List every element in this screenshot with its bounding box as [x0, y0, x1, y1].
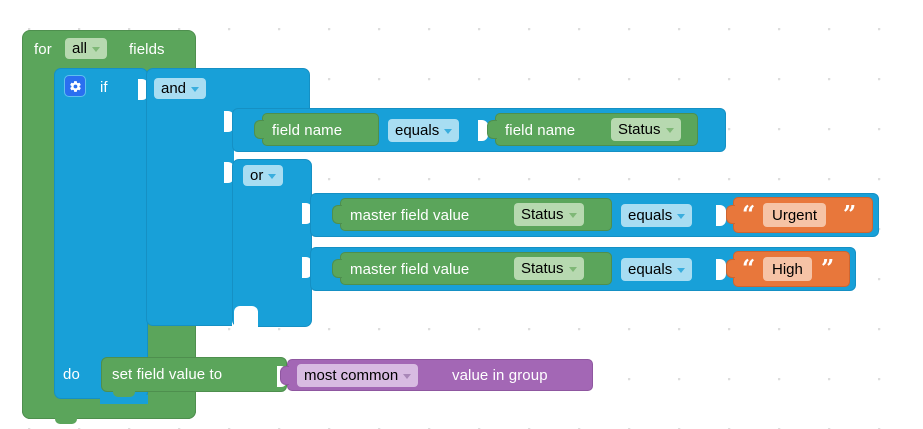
set-field-value-bottom-notch — [113, 390, 135, 397]
loop-foot-notch — [55, 417, 77, 424]
chevron-down-icon — [665, 127, 674, 133]
text-literal-input-1[interactable]: Urgent — [763, 203, 827, 227]
text-literal-value-1: Urgent — [772, 206, 818, 224]
or-input-socket-2[interactable] — [302, 257, 312, 278]
do-label: do — [63, 366, 80, 383]
chevron-down-icon — [677, 213, 686, 219]
comparison-operator-1-value: equals — [395, 122, 440, 139]
text-literal-block-2-tab — [726, 259, 735, 278]
field-name-block-left-tab — [254, 120, 264, 139]
master-field-value-2: Status — [521, 260, 564, 277]
set-field-value-block[interactable] — [101, 357, 287, 392]
comparison-3-right-socket[interactable] — [716, 259, 726, 280]
comparison-1-right-socket[interactable] — [478, 120, 488, 141]
field-name-block-left[interactable] — [262, 113, 379, 146]
and-operator-value: and — [161, 80, 187, 97]
quote-close-icon-2: ” — [821, 255, 835, 282]
gear-icon[interactable] — [64, 75, 86, 97]
loop-suffix-label: fields — [129, 41, 165, 58]
and-input-socket-1[interactable] — [224, 111, 234, 132]
master-field-value-label-2: master field value — [350, 261, 470, 278]
comparison-operator-1[interactable]: equals — [388, 119, 460, 142]
comparison-operator-2[interactable]: equals — [621, 204, 693, 227]
text-literal-block-1-tab — [726, 205, 735, 224]
aggregate-dropdown[interactable]: most common — [297, 364, 419, 387]
chevron-down-icon — [403, 373, 412, 379]
chevron-down-icon — [268, 173, 277, 179]
if-label: if — [100, 79, 108, 96]
aggregate-suffix-label: value in group — [452, 367, 548, 384]
text-literal-value-2: High — [772, 260, 803, 278]
field-name-right-dropdown[interactable]: Status — [611, 118, 681, 141]
aggregate-value-block-tab — [280, 366, 289, 385]
quote-open-icon-2: “ — [742, 255, 756, 282]
comparison-operator-3-value: equals — [628, 261, 673, 278]
or-input-socket-1[interactable] — [302, 203, 312, 224]
field-name-block-right-tab — [487, 120, 497, 139]
comparison-operator-2-value: equals — [628, 207, 673, 224]
loop-scope-value: all — [72, 40, 88, 57]
master-field-value-dropdown-2[interactable]: Status — [514, 257, 584, 280]
master-field-value-block-2-tab — [332, 259, 342, 278]
master-field-value-block-1-tab — [332, 205, 342, 224]
or-block[interactable] — [232, 159, 312, 327]
or-operator-dropdown[interactable]: or — [243, 165, 284, 186]
if-condition-socket[interactable] — [138, 79, 148, 100]
chevron-down-icon — [677, 267, 686, 273]
and-operator-dropdown[interactable]: and — [154, 78, 207, 99]
or-block-bottom-notch — [234, 306, 258, 327]
loop-scope-dropdown[interactable]: all — [65, 38, 108, 59]
master-field-value-label-1: master field value — [350, 207, 470, 224]
comparison-2-right-socket[interactable] — [716, 205, 726, 226]
if-block[interactable] — [54, 68, 148, 399]
field-name-right-value: Status — [618, 121, 661, 138]
or-operator-value: or — [250, 167, 264, 184]
loop-prefix-label: for — [34, 41, 52, 58]
chevron-down-icon — [444, 128, 453, 134]
set-field-value-label: set field value to — [112, 366, 223, 383]
field-name-label-left: field name — [272, 122, 343, 139]
aggregate-value: most common — [304, 367, 399, 384]
chevron-down-icon — [191, 86, 200, 92]
chevron-down-icon — [568, 212, 577, 218]
comparison-operator-3[interactable]: equals — [621, 258, 693, 281]
chevron-down-icon — [92, 46, 101, 52]
and-input-socket-2[interactable] — [224, 162, 234, 183]
master-field-value-1: Status — [521, 206, 564, 223]
quote-close-icon-1: ” — [843, 201, 857, 228]
text-literal-input-2[interactable]: High — [763, 257, 812, 281]
master-field-value-dropdown-1[interactable]: Status — [514, 203, 584, 226]
field-name-label-right: field name — [505, 122, 576, 139]
chevron-down-icon — [568, 266, 577, 272]
quote-open-icon-1: “ — [742, 201, 756, 228]
if-block-do-socket-gap — [100, 395, 148, 404]
